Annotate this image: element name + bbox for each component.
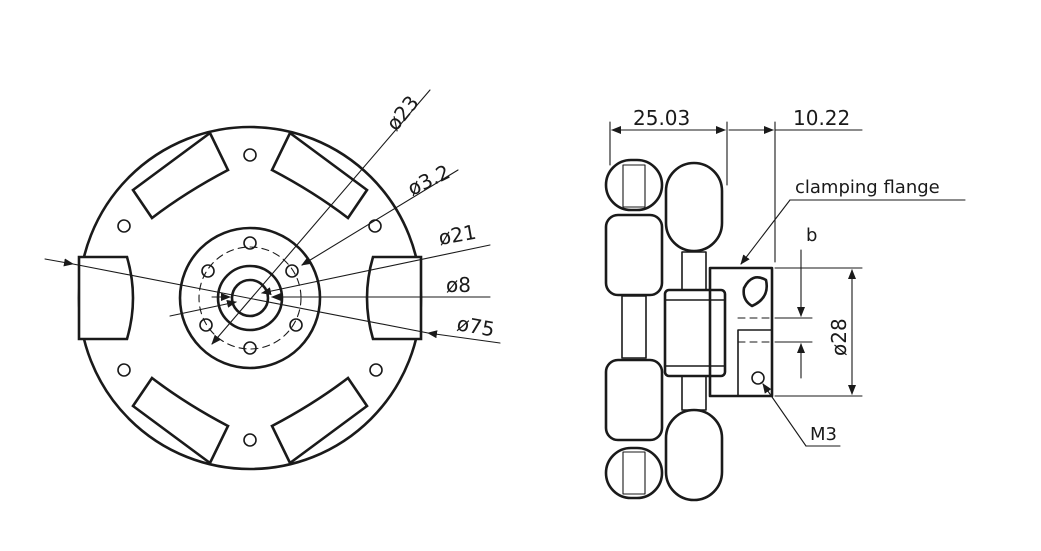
label-d75: ø75 — [455, 311, 496, 341]
flange-slot — [737, 329, 773, 397]
rollers — [77, 131, 423, 465]
leader-d23 — [211, 89, 431, 345]
roller-upper-left — [131, 131, 230, 220]
front-view: ø23 ø3.2 ø21 ø8 ø75 — [44, 89, 501, 471]
flange-bore-shape — [742, 276, 768, 308]
m3-leader — [762, 383, 807, 447]
label-d21: ø21 — [437, 220, 478, 250]
side-view: 25.03 10.22 clamping flange — [604, 106, 966, 502]
hub-bolt-holes — [199, 236, 303, 355]
label-b: b — [806, 225, 817, 246]
side-roller-top-right — [664, 161, 724, 253]
leader-d3-2 — [301, 169, 459, 266]
side-roller-left-neck-top — [621, 295, 647, 359]
side-dimensions-right — [774, 249, 863, 397]
side-roller-right-neck-top — [681, 251, 707, 291]
roller-lower-right — [270, 376, 369, 465]
roller-left — [77, 255, 135, 341]
bore-circle — [230, 278, 270, 318]
label-10-22: 10.22 — [793, 106, 850, 130]
mount-hole — [117, 219, 131, 233]
roller-right — [365, 255, 423, 341]
leader-d21-tail — [169, 299, 237, 317]
side-roller-top-left — [604, 158, 664, 212]
leader-d75-tail — [44, 258, 74, 267]
m3-hole — [751, 371, 765, 385]
label-d28: ø28 — [827, 318, 851, 356]
label-d8: ø8 — [446, 273, 471, 297]
bolt-pitch-circle — [198, 246, 302, 350]
leader-d75 — [427, 330, 501, 344]
mount-hole — [369, 363, 383, 377]
front-dimensions — [44, 89, 501, 345]
bore-outer-circle — [216, 264, 284, 332]
side-roller-right-neck-bottom — [681, 375, 707, 411]
flange-leader — [740, 199, 791, 265]
roller-upper-right — [270, 131, 369, 220]
mount-hole — [117, 363, 131, 377]
leader-d75-mid — [72, 263, 429, 334]
roller-lower-left — [131, 376, 230, 465]
mount-hole — [243, 433, 257, 447]
hub-hole — [199, 318, 213, 332]
mount-hole — [368, 219, 382, 233]
side-roller-top-left-core — [622, 164, 646, 208]
label-d3-2: ø3.2 — [404, 160, 454, 201]
mount-hole — [243, 148, 257, 162]
side-roller-bottom-right — [664, 408, 724, 502]
hub-hole — [285, 264, 299, 278]
side-roller-mid-left — [604, 213, 664, 297]
side-roller-bottom-left-core — [622, 451, 646, 495]
hub-hole — [243, 236, 257, 250]
label-clamping-flange: clamping flange — [795, 177, 940, 198]
leader-d21 — [261, 244, 491, 296]
hub-hole — [289, 318, 303, 332]
hub-hole — [243, 341, 257, 355]
hub-block — [663, 288, 727, 378]
side-roller-bottom-left — [604, 446, 664, 500]
label-d23: ø23 — [381, 91, 423, 135]
side-roller-left-lower — [604, 358, 664, 442]
hub-outer-circle — [178, 226, 322, 370]
label-25-03: 25.03 — [633, 106, 690, 130]
side-dimensions-top — [609, 121, 863, 263]
label-m3: M3 — [810, 424, 837, 445]
side-rollers — [604, 158, 724, 502]
hub-hole — [201, 264, 215, 278]
